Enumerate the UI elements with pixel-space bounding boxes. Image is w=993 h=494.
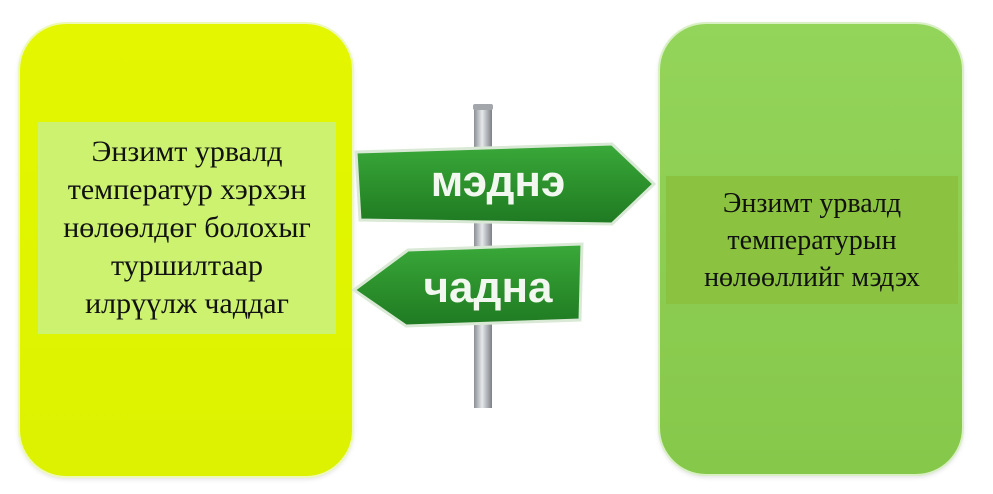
- upper-sign-label: мэднэ: [431, 157, 566, 206]
- signpost-cap: [473, 104, 493, 110]
- right-panel-text: Энзимт урвалд температурын нөлөөллийг мэ…: [666, 176, 958, 304]
- lower-sign: [351, 242, 584, 328]
- left-panel-text: Энзимт урвалд температур хэрхэн нөлөөлдө…: [38, 122, 336, 334]
- upper-sign: [354, 142, 657, 226]
- signpost-icon: мэднэ чадна: [351, 104, 657, 408]
- lower-sign-label: чадна: [424, 263, 554, 312]
